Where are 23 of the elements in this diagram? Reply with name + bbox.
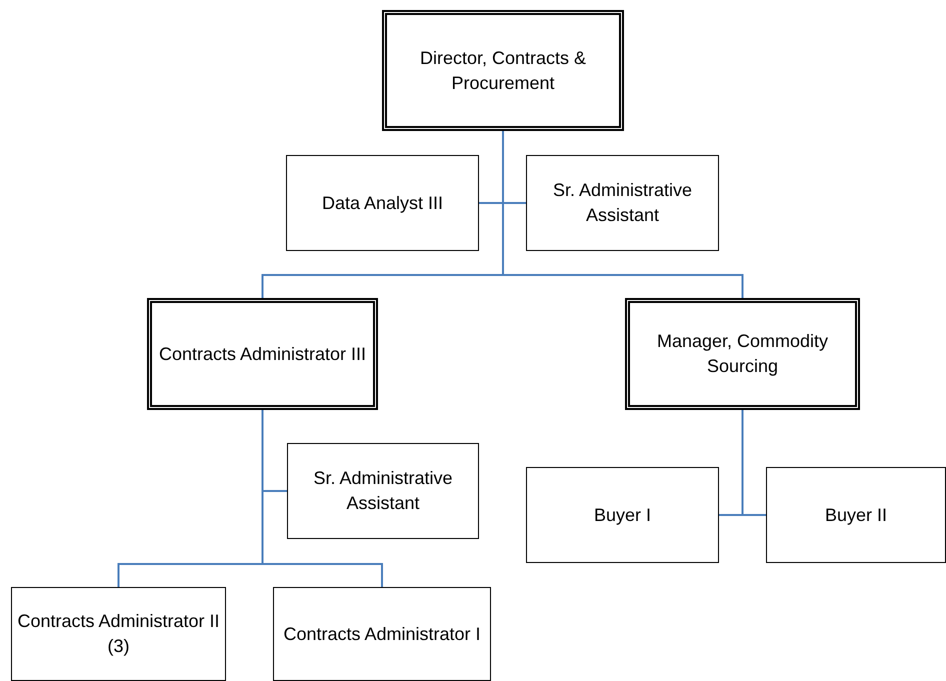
position-box <box>286 155 479 251</box>
connector-line <box>262 410 383 587</box>
connector-line <box>502 131 744 298</box>
position-title: Contracts Administrator II (3) <box>16 610 221 658</box>
position-title: Sr. Administrative Assistant <box>552 179 694 227</box>
position-box <box>147 298 378 410</box>
position-title: Buyer I <box>594 504 652 527</box>
position-box <box>526 155 719 251</box>
position-box <box>766 467 946 563</box>
position-box <box>11 587 226 681</box>
position-title: Data Analyst III <box>322 192 444 215</box>
position-title: Contracts Administrator I <box>283 622 481 646</box>
connector-line <box>742 410 766 516</box>
position-box <box>625 298 860 410</box>
position-title: Director, Contracts & Procurement <box>418 46 588 94</box>
position-box <box>382 10 624 131</box>
position-title: Buyer II <box>824 504 888 527</box>
position-box <box>287 443 479 539</box>
position-title: Manager, Commodity Sourcing <box>656 330 830 378</box>
position-box <box>526 467 719 563</box>
position-title: Contracts Administrator III <box>158 342 366 366</box>
position-box <box>273 587 491 681</box>
position-title: Sr. Administrative Assistant <box>312 467 454 515</box>
